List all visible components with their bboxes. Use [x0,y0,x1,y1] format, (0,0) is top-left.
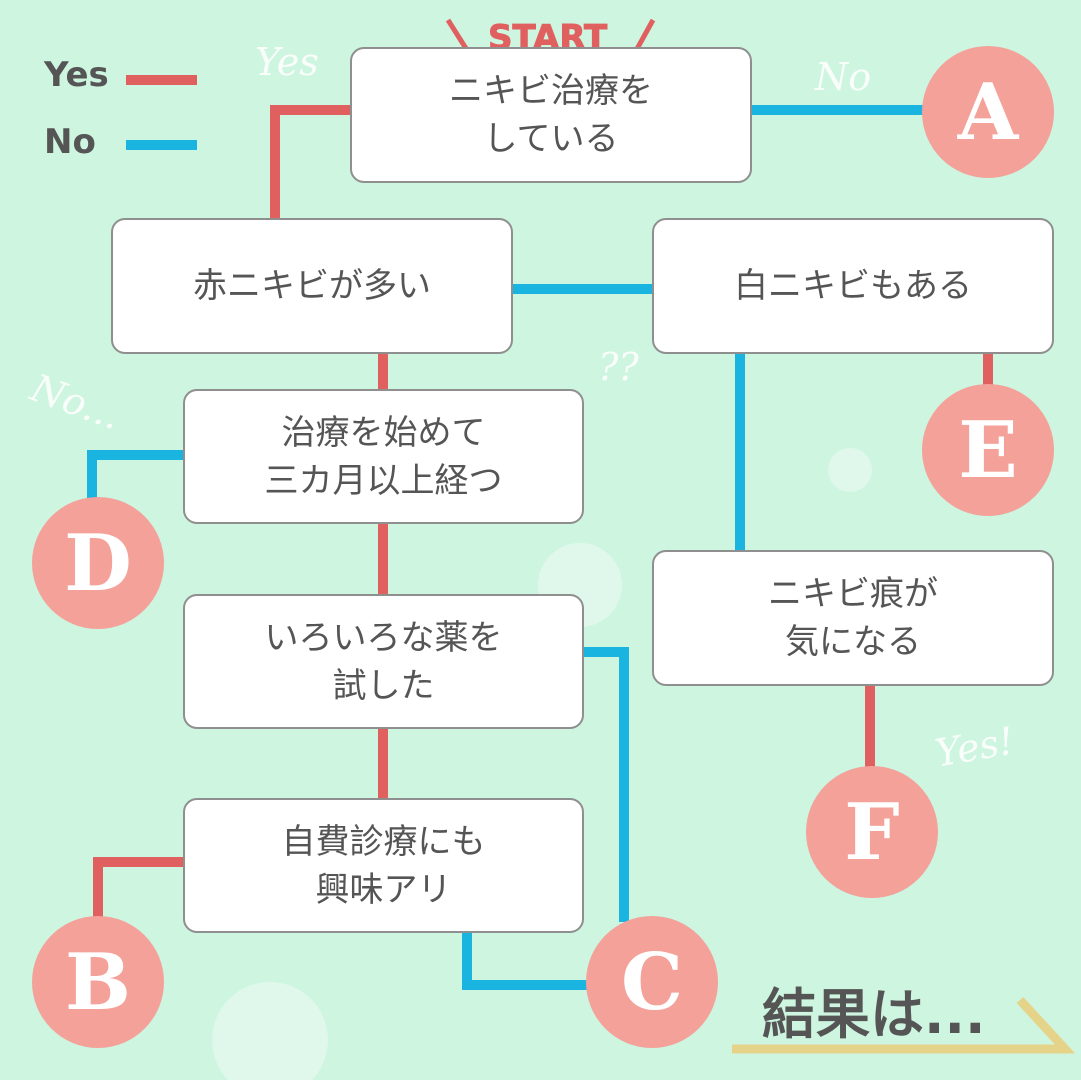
result-heading: 結果は... [762,983,986,1046]
question-red-acne[interactable]: 赤ニキビが多い [111,218,513,354]
result-underline [732,996,1076,1054]
question-acne-scars[interactable]: ニキビ痕が 気になる [652,550,1054,686]
question-three-months[interactable]: 治療を始めて 三カ月以上経つ [183,389,584,524]
legend-yes-label: Yes [44,55,109,95]
legend-no-label: No [44,122,96,162]
yes-line-q1-q2 [270,105,350,218]
result-b[interactable]: B [32,916,164,1048]
decor-question-text: ?? [598,345,639,389]
no-line-q6-c [462,933,590,990]
no-line-q5-c [584,647,629,922]
sparkle-decor [828,448,872,492]
result-e[interactable]: E [922,384,1054,516]
sparkle-decor [212,982,328,1080]
question-self-pay[interactable]: 自費診療にも 興味アリ [183,798,584,933]
result-d[interactable]: D [32,497,164,629]
result-a[interactable]: A [922,46,1054,178]
result-c[interactable]: C [586,916,718,1048]
result-f[interactable]: F [806,766,938,898]
question-white-acne[interactable]: 白ニキビもある [652,218,1054,354]
decor-yes-text: Yes [255,40,319,84]
yes-line-q6-b [93,857,183,918]
question-various-medicine[interactable]: いろいろな薬を 試した [183,594,584,729]
no-line-q4-d [87,450,183,500]
decor-no-text: No [815,55,872,99]
question-acne-treatment[interactable]: ニキビ治療を している [350,47,752,183]
